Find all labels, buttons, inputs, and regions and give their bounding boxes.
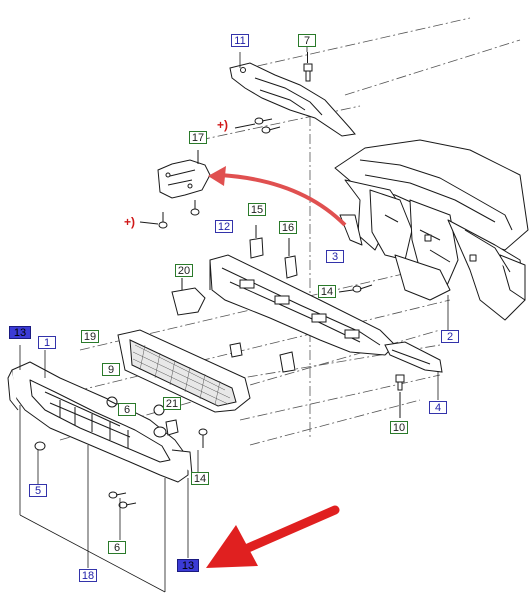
clip-16 bbox=[284, 238, 298, 279]
callout-21: 21 bbox=[163, 397, 181, 410]
grille-shell bbox=[7, 361, 193, 483]
callout-16: 16 bbox=[279, 221, 297, 234]
callout-13-lower: 13 bbox=[177, 559, 199, 572]
callout-1: 1 bbox=[38, 336, 56, 349]
callout-15: 15 bbox=[248, 203, 266, 216]
direction-arrow-large bbox=[243, 505, 340, 553]
callout-14-lower: 14 bbox=[191, 472, 209, 485]
callout-18: 18 bbox=[79, 569, 97, 582]
clip-15 bbox=[249, 225, 264, 259]
callout-6-upper: 6 bbox=[118, 403, 136, 416]
bolt-10 bbox=[395, 374, 405, 418]
small-fasteners bbox=[106, 396, 208, 509]
direction-arrowhead-large bbox=[206, 525, 258, 568]
callout-12: 12 bbox=[215, 220, 233, 233]
grille-support-panel bbox=[209, 254, 396, 356]
radiator-support-structure bbox=[334, 139, 529, 321]
grille-mesh bbox=[117, 329, 296, 413]
bracket-20 bbox=[171, 278, 206, 316]
bracket-screws bbox=[234, 117, 281, 134]
callout-10: 10 bbox=[390, 421, 408, 434]
callout-20: 20 bbox=[175, 264, 193, 277]
callout-11: 11 bbox=[231, 34, 249, 47]
callout-9: 9 bbox=[102, 363, 120, 376]
callout-7: 7 bbox=[298, 34, 316, 47]
callout-6-lower: 6 bbox=[108, 541, 126, 554]
fastener-marker: +) bbox=[124, 215, 136, 229]
callout-13-upper: 13 bbox=[9, 326, 31, 339]
callout-5: 5 bbox=[29, 484, 47, 497]
callout-4: 4 bbox=[429, 401, 447, 414]
callout-19: 19 bbox=[81, 330, 99, 343]
direction-arrowhead-curved bbox=[208, 166, 226, 186]
fastener-marker: +) bbox=[217, 118, 229, 132]
callout-2: 2 bbox=[441, 330, 459, 343]
lower-bracket-4 bbox=[384, 341, 443, 373]
bolt-7 bbox=[303, 52, 313, 82]
upper-bracket bbox=[229, 62, 356, 137]
callout-17: 17 bbox=[189, 131, 207, 144]
bolt-14-upper bbox=[338, 284, 373, 293]
direction-arrow-curved bbox=[219, 173, 347, 227]
callout-14-upper: 14 bbox=[318, 285, 336, 298]
callout-3: 3 bbox=[326, 250, 344, 263]
latch-bracket bbox=[139, 150, 211, 229]
